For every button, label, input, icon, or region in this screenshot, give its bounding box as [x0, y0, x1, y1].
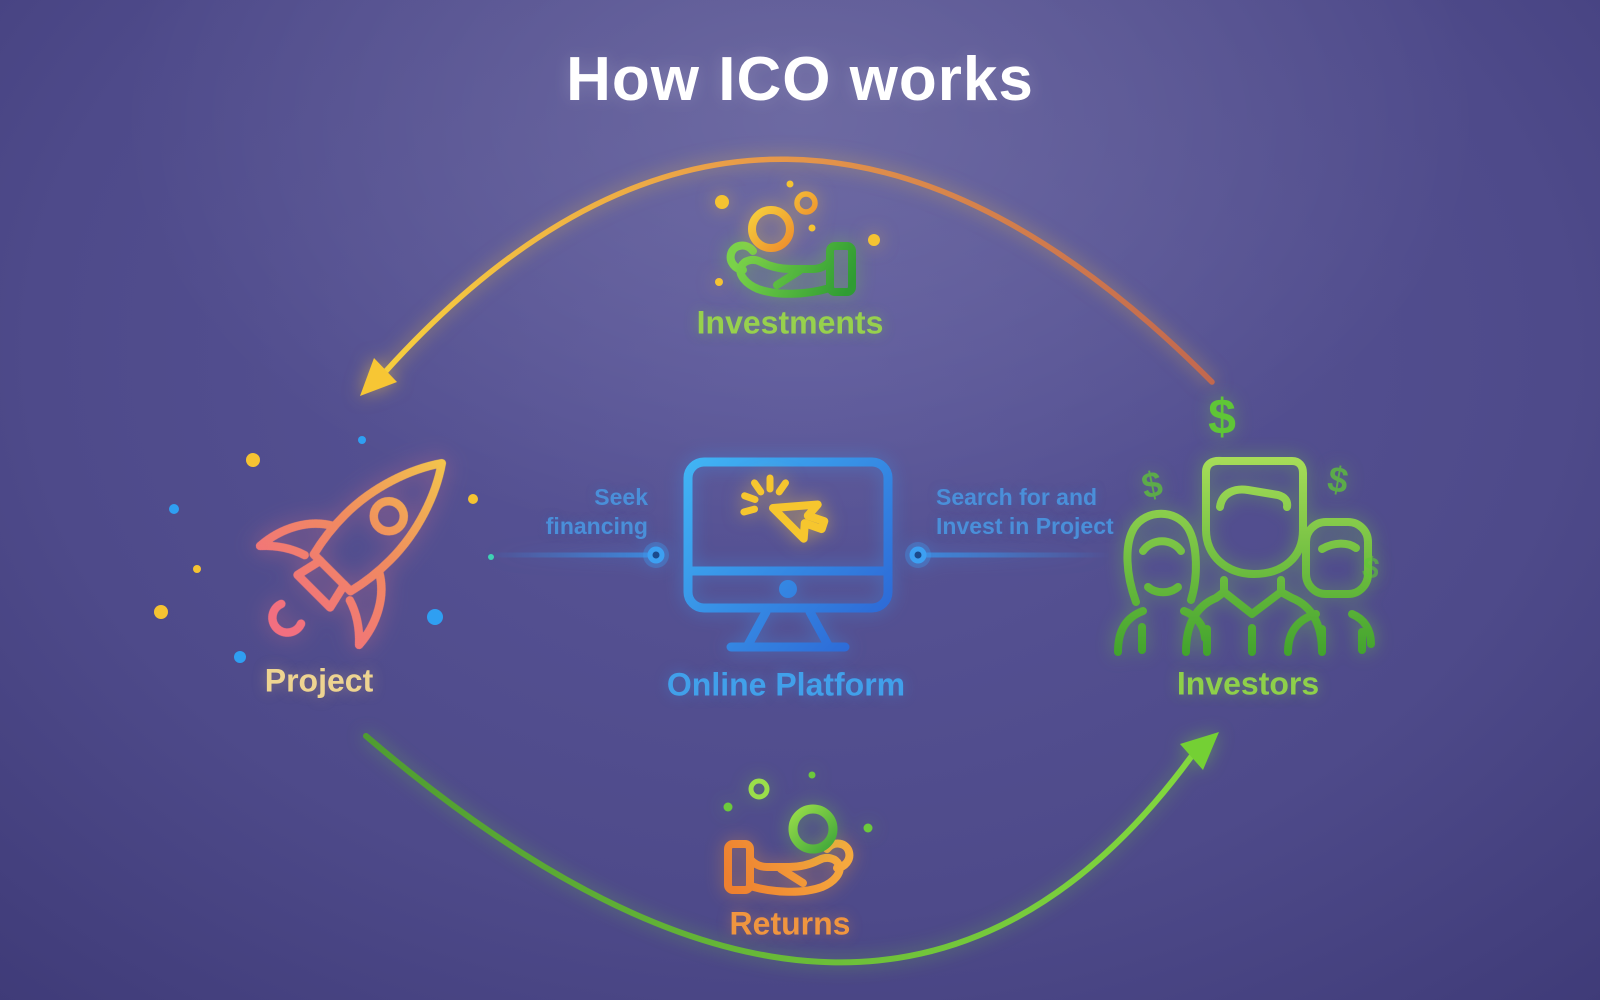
node-dot-core: [914, 551, 922, 559]
dollar-signs: $ $ $ $: [1138, 389, 1382, 586]
rocket-fin-right: [345, 567, 386, 650]
dollar-icon: $: [1325, 458, 1352, 502]
people-group-icon: [1114, 456, 1375, 656]
search-invest-line2: Invest in Project: [936, 513, 1114, 539]
page-title: How ICO works: [566, 45, 1034, 114]
dot: [427, 609, 443, 625]
dot: [808, 771, 816, 779]
seek-financing-line2: financing: [545, 513, 648, 539]
connector-seek-financing: [481, 542, 669, 568]
woman-chin: [1144, 583, 1182, 597]
arc-bottom-returns-flow: [363, 732, 1219, 966]
hand-holding-coin-icon-investments: [731, 246, 852, 294]
coin-icon-returns: [723, 771, 873, 854]
seek-financing-line1: Seek: [594, 484, 648, 510]
woman-fringe: [1139, 537, 1185, 555]
node-dot-core: [652, 551, 660, 559]
rocket-exhaust: [268, 599, 306, 637]
sparkle-dots-project: [154, 436, 494, 663]
dot: [358, 436, 366, 444]
rocket-fin-left: [255, 519, 338, 560]
dollar-icon: $: [1208, 389, 1236, 445]
coin-large: [748, 206, 794, 252]
coin-small: [748, 778, 770, 800]
connector-search-invest: [905, 542, 1115, 568]
man-center-head: [1202, 456, 1307, 578]
arrowhead-to-investors: [1180, 732, 1219, 770]
arrowhead-to-project: [360, 358, 397, 396]
seek-financing-text: Seek financing: [546, 483, 648, 541]
hand-icon: [731, 246, 852, 294]
dot: [715, 195, 729, 209]
dot: [246, 453, 260, 467]
online-platform-label: Online Platform: [666, 666, 906, 703]
hand-icon: [728, 844, 849, 892]
man-right-brow: [1318, 539, 1360, 553]
arc-bottom-path: [363, 733, 1194, 966]
dot: [808, 224, 816, 232]
cursor-click-icon: [740, 474, 829, 543]
arc-top-path: [383, 156, 1215, 385]
project-label: Project: [264, 662, 374, 699]
coin-small: [794, 191, 818, 215]
monitor-screen: [683, 457, 893, 613]
investors-label: Investors: [1176, 665, 1320, 702]
man-center-brow: [1216, 485, 1292, 511]
dot: [488, 554, 494, 560]
dot: [715, 278, 723, 286]
rocket-icon: [255, 458, 447, 650]
dot: [169, 504, 179, 514]
cursor-click-rays: [740, 474, 789, 516]
monitor-stand: [726, 607, 850, 652]
dollar-icon: $: [1138, 462, 1166, 506]
monitor-button: [779, 580, 797, 598]
dot: [868, 234, 880, 246]
returns-label: Returns: [729, 905, 851, 942]
investments-label: Investments: [696, 304, 884, 341]
search-invest-text: Search for and Invest in Project: [936, 483, 1114, 541]
rocket-window: [369, 496, 409, 536]
cursor-arrow: [768, 500, 829, 543]
rocket-nozzle: [293, 556, 349, 612]
dot: [154, 605, 168, 619]
rocket-body: [309, 458, 447, 596]
coin-large: [788, 804, 838, 854]
dollar-icon: $: [1360, 551, 1381, 586]
dot: [193, 565, 201, 573]
search-invest-line1: Search for and: [936, 484, 1098, 510]
dot: [863, 823, 873, 833]
dot: [234, 651, 246, 663]
coin-icon-investments: [715, 180, 880, 286]
man-center-collar: [1220, 588, 1285, 618]
hand-holding-coin-icon-returns: [728, 844, 849, 892]
dot: [468, 494, 478, 504]
man-right-head: [1302, 518, 1372, 598]
clothing-lines: [1138, 623, 1366, 656]
dot: [723, 802, 733, 812]
monitor-icon: [683, 457, 893, 652]
arc-top-investments-flow: [360, 156, 1215, 396]
dot: [786, 180, 794, 188]
woman-hair: [1123, 509, 1200, 606]
